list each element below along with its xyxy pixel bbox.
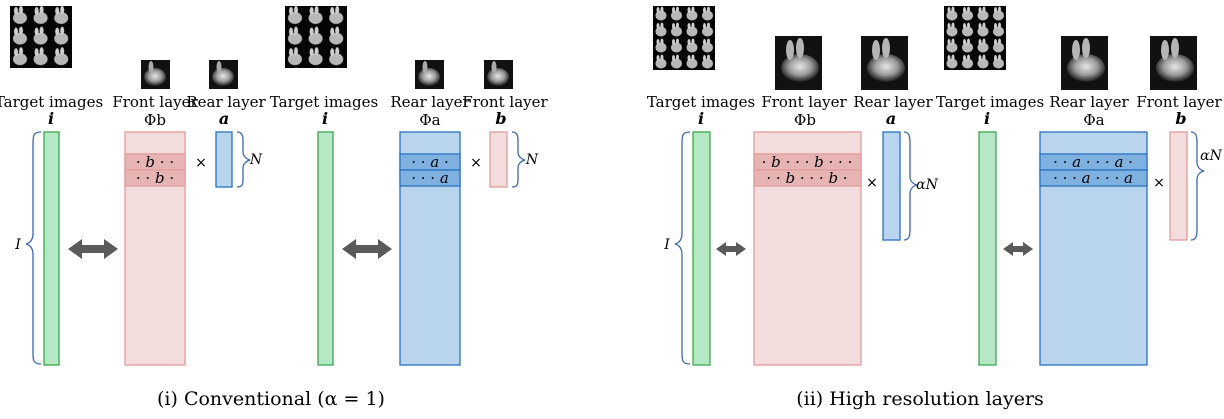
caption-rear-layer: Rear layer [1049,93,1129,111]
label-vector-a: a [886,109,896,128]
dim-label-alphaN: αN [1200,148,1222,164]
matrix-row [399,169,461,187]
matrix-row-text: · · a · · · a · [1053,153,1133,171]
label-vector-b: b [1175,109,1186,128]
matrix-row-text: · · · a · · · a [1053,169,1133,187]
multiply-sign: × [195,155,207,171]
caption-front-layer: Front layer [462,93,548,111]
matrix-row-text: · · · a [411,169,449,187]
label-target-vector-i: i [322,109,328,128]
label-matrix-phi-a: Φa [1083,111,1104,129]
rear-layer-thumbnail [415,60,444,89]
brace-N [236,131,251,188]
label-target-vector-i: i [984,109,990,128]
matrix-row [1039,169,1148,187]
brace-alphaN [903,131,918,241]
double-arrow-icon [1003,242,1033,256]
brace-alphaN [1190,131,1205,241]
caption-target-images: Target images [936,93,1044,111]
dim-label-alphaN: αN [916,177,938,193]
caption-target-images: Target images [647,93,755,111]
caption-rear-layer: Rear layer [390,93,470,111]
label-vector-b: b [495,109,506,128]
rear-layer-thumbnail [1061,36,1108,90]
brace-I [25,131,42,365]
vector-i [978,131,997,366]
matrix-row-text: · · a · [411,153,449,171]
double-arrow-icon [68,239,118,259]
target-images-thumbnail [285,6,347,68]
matrix-row [124,169,186,187]
multiply-sign: × [470,155,482,171]
target-images-thumbnail [944,6,1006,70]
vector-i [692,131,711,366]
label-matrix-phi-b: Φb [144,111,166,129]
rear-layer-thumbnail [861,36,908,90]
dim-label-I: I [14,237,21,253]
subfigure-caption-high-resolution: (ii) High resolution layers [796,388,1044,410]
caption-front-layer: Front layer [112,93,198,111]
label-matrix-phi-a: Φa [419,111,440,129]
matrix-row-text: · · b · [136,169,174,187]
caption-front-layer: Front layer [761,93,847,111]
vector-i [43,131,60,366]
caption-rear-layer: Rear layer [853,93,933,111]
target-images-thumbnail [10,6,72,68]
matrix-row-text: · b · · [136,153,174,171]
multiply-sign: × [1153,175,1165,191]
brace-I [674,131,691,365]
vector-b [489,131,508,188]
matrix-row-text: · b · · · b · · · [762,153,853,171]
vector-b [1169,131,1188,241]
front-layer-thumbnail [484,60,513,89]
double-arrow-icon [342,239,392,259]
dim-label-N: N [249,152,263,168]
front-layer-thumbnail [1150,36,1197,90]
dim-label-I: I [663,237,670,253]
front-layer-thumbnail [141,60,170,89]
double-arrow-icon [716,242,746,256]
vector-i [317,131,334,366]
subfigure-caption-conventional: (i) Conventional (α = 1) [157,388,385,410]
rear-layer-thumbnail [209,60,238,89]
label-target-vector-i: i [698,109,704,128]
front-layer-thumbnail [775,36,822,90]
caption-front-layer: Front layer [1136,93,1222,111]
caption-target-images: Target images [0,93,103,111]
matrix-row-text: · · b · · · b · [766,169,847,187]
caption-target-images: Target images [270,93,378,111]
target-images-thumbnail [653,6,715,70]
label-matrix-phi-b: Φb [794,111,816,129]
vector-a [215,131,233,188]
vector-a [882,131,901,241]
label-vector-a: a [219,109,229,128]
dim-label-N: N [525,152,539,168]
matrix-row [753,169,862,187]
label-target-vector-i: i [48,109,54,128]
multiply-sign: × [866,175,878,191]
caption-rear-layer: Rear layer [186,93,266,111]
brace-N [511,131,526,188]
